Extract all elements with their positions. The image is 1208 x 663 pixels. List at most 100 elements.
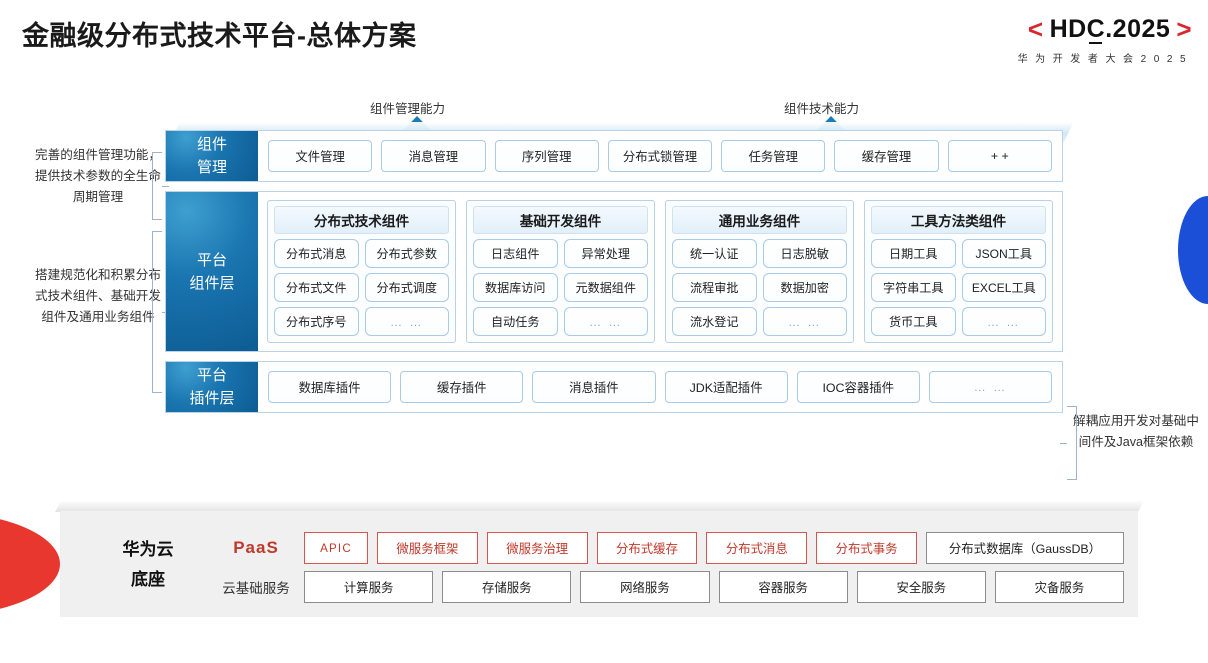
- chip-distributed-file[interactable]: 分布式文件: [274, 273, 359, 302]
- layer-platform-plugin: 平台 插件层 数据库插件 缓存插件 消息插件 JDK适配插件 IOC容器插件 ……: [165, 361, 1063, 413]
- chip-excel-tool[interactable]: EXCEL工具: [961, 273, 1046, 302]
- layer-label-line1: 组件: [196, 136, 227, 153]
- chip-distributed-message[interactable]: 分布式消息: [274, 239, 359, 268]
- group-title-distributed-tech: 分布式技术组件: [274, 206, 449, 234]
- group-row: 货币工具 … …: [871, 307, 1046, 336]
- pill-storage-service[interactable]: 存储服务: [442, 571, 572, 603]
- component-groups: 分布式技术组件 分布式消息 分布式参数 分布式文件 分布式调度 分布式序号 … …: [258, 192, 1062, 351]
- chip-distributed-sequence[interactable]: 分布式序号: [274, 307, 359, 336]
- pill-security-service[interactable]: 安全服务: [856, 571, 986, 603]
- group-title-tool-methods: 工具方法类组件: [871, 206, 1046, 234]
- pill-disaster-recovery-service[interactable]: 灾备服务: [994, 571, 1125, 603]
- pill-distributed-message[interactable]: 分布式消息: [706, 532, 808, 564]
- chip-add-more[interactable]: + +: [947, 140, 1052, 172]
- pill-distributed-transaction[interactable]: 分布式事务: [816, 532, 917, 564]
- paas-items: APIC 微服务框架 微服务治理 分布式缓存 分布式消息 分布式事务 分布式数据…: [304, 532, 1124, 564]
- pill-distributed-database-gaussdb[interactable]: 分布式数据库（GaussDB）: [925, 532, 1124, 564]
- chip-task-management[interactable]: 任务管理: [721, 140, 826, 172]
- chip-unified-auth[interactable]: 统一认证: [672, 239, 757, 268]
- note-component-management: 完善的组件管理功能，提供技术参数的全生命周期管理: [35, 148, 161, 204]
- chip-json-tool[interactable]: JSON工具: [961, 239, 1046, 268]
- row-tag-paas: PaaS: [233, 538, 279, 557]
- group-row: 分布式文件 分布式调度: [274, 273, 449, 302]
- chip-database-plugin[interactable]: 数据库插件: [268, 371, 392, 403]
- chip-transaction-record[interactable]: 流水登记: [672, 307, 757, 336]
- layer-body-platform-plugin: 数据库插件 缓存插件 消息插件 JDK适配插件 IOC容器插件 … …: [258, 362, 1062, 412]
- chip-process-approval[interactable]: 流程审批: [672, 273, 757, 302]
- layer-label-component-management: 组件 管理: [166, 131, 258, 181]
- huawei-cloud-base: 华为云 底座 PaaS APIC 微服务框架 微服务治理 分布式缓存 分布式消息…: [55, 500, 1145, 620]
- group-row: 字符串工具 EXCEL工具: [871, 273, 1046, 302]
- group-row: 流程审批 数据加密: [672, 273, 847, 302]
- chip-cache-plugin[interactable]: 缓存插件: [400, 371, 524, 403]
- page-title: 金融级分布式技术平台-总体方案: [22, 21, 417, 51]
- group-row: 日志组件 异常处理: [473, 239, 648, 268]
- pill-container-service[interactable]: 容器服务: [718, 571, 848, 603]
- note-plugin-layer: 解耦应用开发对基础中间件及Java框架依赖: [1073, 414, 1199, 449]
- chip-jdk-adapter-plugin[interactable]: JDK适配插件: [664, 371, 788, 403]
- chip-string-tool[interactable]: 字符串工具: [871, 273, 956, 302]
- chip-log-masking[interactable]: 日志脱敏: [762, 239, 847, 268]
- pill-microservice-governance[interactable]: 微服务治理: [486, 532, 588, 564]
- chip-database-access[interactable]: 数据库访问: [473, 273, 558, 302]
- chip-file-management[interactable]: 文件管理: [268, 140, 373, 172]
- bracket-right-icon: >: [1176, 14, 1192, 44]
- chip-distributed-param[interactable]: 分布式参数: [364, 239, 449, 268]
- chip-currency-tool[interactable]: 货币工具: [871, 307, 956, 336]
- layer-label-line1: 平台: [196, 367, 227, 384]
- chip-sequence-management[interactable]: 序列管理: [494, 140, 599, 172]
- chip-distributed-schedule[interactable]: 分布式调度: [364, 273, 449, 302]
- group-row: 日期工具 JSON工具: [871, 239, 1046, 268]
- chip-distributed-lock-management[interactable]: 分布式锁管理: [607, 140, 713, 172]
- chip-message-plugin[interactable]: 消息插件: [532, 371, 656, 403]
- layer-body-component-management: 文件管理 消息管理 序列管理 分布式锁管理 任务管理 缓存管理 + +: [258, 131, 1062, 181]
- note-platform-component: 搭建规范化和积累分布式技术组件、基础开发组件及通用业务组件: [35, 268, 161, 324]
- chip-log-component[interactable]: 日志组件: [473, 239, 558, 268]
- group-distributed-tech: 分布式技术组件 分布式消息 分布式参数 分布式文件 分布式调度 分布式序号 … …: [267, 200, 456, 343]
- pill-microservice-framework[interactable]: 微服务框架: [377, 532, 478, 564]
- layer-platform-component: 平台 组件层 分布式技术组件 分布式消息 分布式参数 分布式文件 分布式调度 分…: [165, 191, 1063, 352]
- chip-ioc-container-plugin[interactable]: IOC容器插件: [796, 371, 920, 403]
- base-rows: PaaS APIC 微服务框架 微服务治理 分布式缓存 分布式消息 分布式事务 …: [208, 532, 1125, 611]
- group-row: 数据库访问 元数据组件: [473, 273, 648, 302]
- chip-data-encryption[interactable]: 数据加密: [762, 273, 847, 302]
- chip-more-dots[interactable]: … …: [364, 307, 449, 336]
- bracket-left-mid: [152, 231, 169, 393]
- chip-cache-management[interactable]: 缓存管理: [834, 140, 939, 172]
- bracket-right: [1060, 406, 1077, 480]
- pill-apic[interactable]: APIC: [304, 532, 368, 564]
- blue-circle-decoration: [1178, 196, 1208, 304]
- group-title-basic-dev: 基础开发组件: [473, 206, 648, 234]
- group-row: 统一认证 日志脱敏: [672, 239, 847, 268]
- base-row-cloud: 云基础服务 计算服务 存储服务 网络服务 容器服务 安全服务 灾备服务: [208, 571, 1125, 603]
- pill-distributed-cache[interactable]: 分布式缓存: [596, 532, 698, 564]
- layer-label-platform-plugin: 平台 插件层: [166, 362, 258, 412]
- base-label-line1: 华为云: [122, 540, 174, 559]
- chip-metadata-component[interactable]: 元数据组件: [563, 273, 648, 302]
- red-wedge-decoration: [0, 512, 60, 616]
- chip-exception-handling[interactable]: 异常处理: [563, 239, 648, 268]
- group-title-common-business: 通用业务组件: [672, 206, 847, 234]
- chip-more-dots[interactable]: … …: [762, 307, 847, 336]
- chip-auto-task[interactable]: 自动任务: [473, 307, 558, 336]
- hdc-logo-subtitle: 华 为 开 发 者 大 会 2 0 2 5: [1017, 54, 1188, 65]
- hdc-logo: < HDC.2025 > 华 为 开 发 者 大 会 2 0 2 5: [1018, 14, 1192, 65]
- row-tag-cloud-basic-services: 云基础服务: [222, 581, 290, 596]
- chip-more-dots[interactable]: … …: [928, 371, 1053, 403]
- layer-component-management: 组件 管理 文件管理 消息管理 序列管理 分布式锁管理 任务管理 缓存管理 + …: [165, 130, 1063, 182]
- pill-compute-service[interactable]: 计算服务: [304, 571, 434, 603]
- group-row: 流水登记 … …: [672, 307, 847, 336]
- group-common-business: 通用业务组件 统一认证 日志脱敏 流程审批 数据加密 流水登记 … …: [665, 200, 854, 343]
- chip-more-dots[interactable]: … …: [563, 307, 648, 336]
- chip-more-dots[interactable]: … …: [961, 307, 1046, 336]
- group-tool-methods: 工具方法类组件 日期工具 JSON工具 字符串工具 EXCEL工具 货币工具 ……: [864, 200, 1053, 343]
- architecture-stack: 组件 管理 文件管理 消息管理 序列管理 分布式锁管理 任务管理 缓存管理 + …: [165, 122, 1074, 422]
- pill-network-service[interactable]: 网络服务: [580, 571, 710, 603]
- group-row: 自动任务 … …: [473, 307, 648, 336]
- group-row: 分布式消息 分布式参数: [274, 239, 449, 268]
- chip-date-tool[interactable]: 日期工具: [871, 239, 956, 268]
- layer-label-line2: 组件层: [189, 274, 235, 292]
- layer-label-line2: 插件层: [189, 390, 235, 407]
- group-row: 分布式序号 … …: [274, 307, 449, 336]
- chip-message-management[interactable]: 消息管理: [381, 140, 486, 172]
